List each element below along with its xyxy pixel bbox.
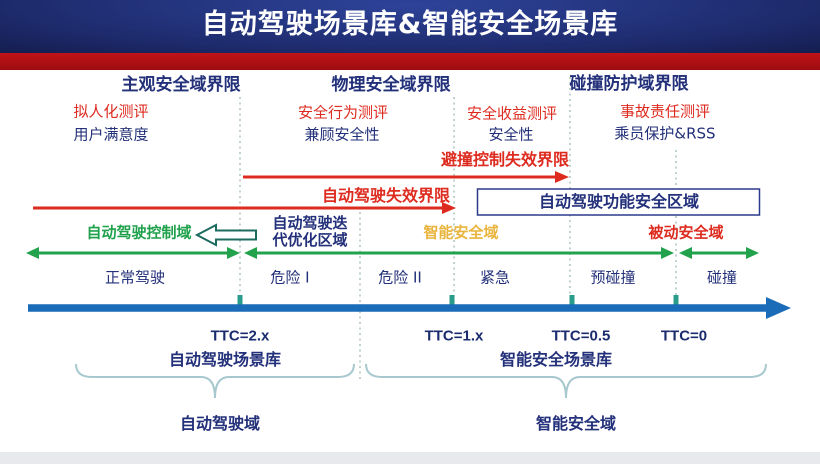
iteration-zone-line2: 代优化区域 (272, 231, 348, 249)
subjective-boundary-header: 主观安全域界限 (121, 75, 241, 96)
tick-ttc-1x (449, 295, 455, 306)
left-library-label: 自动驾驶场景库 (168, 349, 282, 369)
subjective-criterion: 用户满意度 (73, 125, 149, 144)
benefit-criterion: 安全性 (488, 125, 534, 144)
passive-safety-right-arrowhead (746, 247, 759, 259)
header-red-stripe (0, 53, 820, 70)
subjective-evaluation: 拟人化测评 (73, 102, 149, 121)
ad-control-zone-label: 自动驾驶控制域 (86, 223, 192, 242)
axis-segment-danger-2: 危险 II (378, 268, 422, 287)
iteration-zone-line1: 自动驾驶迭 (272, 213, 348, 232)
ad-failure-arrowhead (442, 202, 456, 214)
collision-criterion: 乘员保护&RSS (614, 124, 716, 143)
axis-segment-normal-driving: 正常驾驶 (104, 268, 166, 287)
passive-safety-left-arrowhead (679, 247, 692, 259)
intelligent-safety-left-arrowhead (244, 247, 257, 259)
ttc-label-1x: TTC=1.x (424, 327, 484, 345)
header-band: 自动驾驶场景库&智能安全场景库 (0, 0, 820, 53)
functional-safety-box (476, 188, 761, 216)
right-domain-label: 智能安全域 (535, 413, 617, 433)
axis-ticks (237, 295, 679, 306)
dashed-guides (239, 77, 677, 380)
tick-ttc-2x (237, 295, 243, 306)
benefit-evaluation: 安全收益测评 (466, 104, 558, 123)
ttc-label-0: TTC=0 (660, 327, 708, 345)
page-title: 自动驾驶场景库&智能安全场景库 (201, 9, 619, 40)
intelligent-safety-zone-label: 智能安全域 (423, 223, 499, 242)
avoidance-failure-arrowhead (555, 171, 569, 183)
physical-evaluation: 安全行为测评 (297, 103, 389, 122)
collision-boundary-header: 碰撞防护域界限 (569, 74, 689, 95)
physical-boundary-header: 物理安全域界限 (331, 75, 451, 96)
tick-ttc-05 (569, 295, 575, 306)
ad-control-right-arrowhead (227, 247, 240, 259)
left-domain-label: 自动驾驶域 (179, 413, 261, 433)
intelligent-safety-right-arrowhead (661, 247, 674, 259)
functional-safety-box-label: 自动驾驶功能安全区域 (538, 191, 700, 211)
ttc-label-2x: TTC=2.x (210, 327, 270, 345)
collision-evaluation: 事故责任测评 (619, 102, 711, 121)
axis-segment-crash: 碰撞 (706, 268, 738, 287)
brace-autonomous-driving (75, 363, 355, 399)
ad-failure-label: 自动驾驶失效界限 (321, 185, 451, 205)
passive-safety-zone-label: 被动安全域 (648, 223, 724, 242)
axis-segment-emergency: 紧急 (479, 268, 511, 287)
red-boundary-arrows (33, 171, 569, 214)
green-zone-arrows (26, 247, 759, 259)
avoidance-failure-label: 避撞控制失效界限 (440, 149, 570, 169)
physical-criterion: 兼顾安全性 (304, 125, 380, 144)
bottom-gray-strip (0, 452, 820, 464)
tick-ttc-0 (673, 295, 679, 306)
timeline-axis-arrowhead (766, 297, 791, 319)
iteration-zone-label: 自动驾驶迭 代优化区域 (272, 213, 348, 250)
right-library-label: 智能安全场景库 (499, 349, 613, 369)
ad-control-left-arrowhead (26, 247, 39, 259)
braces (75, 363, 767, 399)
ttc-label-05: TTC=0.5 (551, 327, 611, 345)
hollow-left-arrow-icon (194, 223, 257, 247)
brace-intelligent-safety (365, 363, 767, 399)
axis-segment-precrash: 预碰撞 (590, 268, 636, 287)
axis-segment-danger-1: 危险 I (270, 268, 310, 287)
